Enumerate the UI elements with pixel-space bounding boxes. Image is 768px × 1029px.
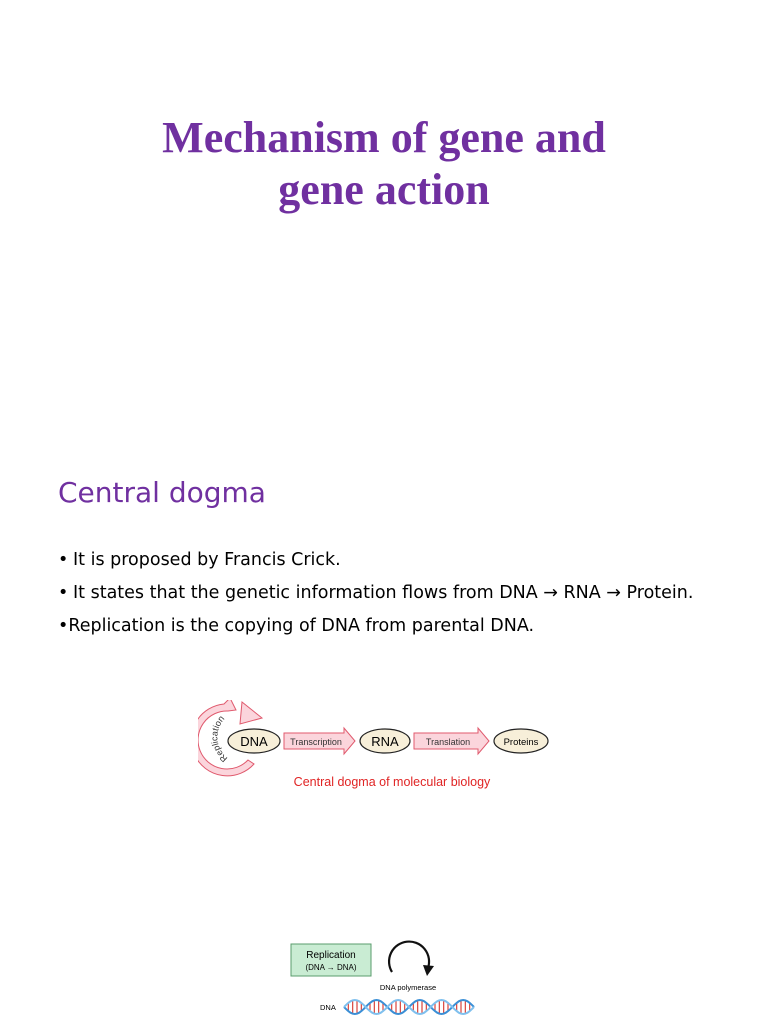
bullet-item: • It states that the genetic information… — [58, 581, 718, 606]
proteins-node-label: Proteins — [504, 737, 539, 748]
bullet-marker: • — [58, 583, 69, 603]
replication-label: Replication — [209, 714, 229, 764]
bullet-list: • It is proposed by Francis Crick. • It … — [58, 548, 718, 647]
translation-arrow-icon — [413, 726, 490, 756]
dogma-caption: Central dogma of molecular biology — [294, 775, 491, 789]
replication-diagram: Replication (DNA → DNA) DNA polymerase D… — [290, 938, 490, 1024]
polymerase-arrowhead-icon — [423, 965, 434, 976]
dna-node — [227, 728, 281, 754]
replication-box-subtitle: (DNA → DNA) — [305, 963, 356, 972]
dna-strand-label: DNA — [320, 1003, 336, 1012]
title-line-2: gene action — [278, 165, 490, 214]
section-heading: Central dogma — [58, 476, 266, 509]
proteins-node — [493, 728, 549, 754]
central-dogma-svg: Replication DNA Transcription RNA Transl… — [190, 697, 549, 789]
polymerase-label: DNA polymerase — [380, 983, 436, 992]
rna-node-label: RNA — [371, 734, 399, 749]
translation-label: Translation — [426, 737, 470, 747]
helix-strand-2 — [343, 998, 475, 1016]
title-line-1: Mechanism of gene and — [162, 113, 606, 162]
replication-box-title: Replication — [306, 950, 355, 961]
bullet-item: •Replication is the copying of DNA from … — [58, 614, 718, 639]
replication-svg: Replication (DNA → DNA) DNA polymerase D… — [290, 940, 475, 1016]
polymerase-arrow-icon — [387, 940, 431, 973]
replication-box — [290, 943, 372, 977]
bullet-marker: • — [58, 616, 69, 636]
central-dogma-diagram: Replication DNA Transcription RNA Transl… — [190, 697, 558, 800]
rna-node — [359, 728, 411, 754]
transcription-label: Transcription — [290, 737, 342, 747]
bullet-item: • It is proposed by Francis Crick. — [58, 548, 718, 573]
replication-arrowhead-icon — [239, 701, 264, 725]
main-title: Mechanism of gene and gene action — [0, 112, 768, 216]
bullet-marker: • — [58, 550, 69, 570]
bullet-text: Replication is the copying of DNA from p… — [68, 616, 535, 636]
bullet-text: It is proposed by Francis Crick. — [73, 550, 341, 570]
dna-helix-icon — [343, 998, 475, 1016]
content-slide: Central dogma • It is proposed by Franci… — [0, 460, 768, 1024]
bullet-text: It states that the genetic information f… — [73, 583, 694, 603]
title-slide: Mechanism of gene and gene action — [0, 0, 768, 430]
transcription-arrow-icon — [283, 726, 356, 756]
dna-node-label: DNA — [240, 734, 268, 749]
